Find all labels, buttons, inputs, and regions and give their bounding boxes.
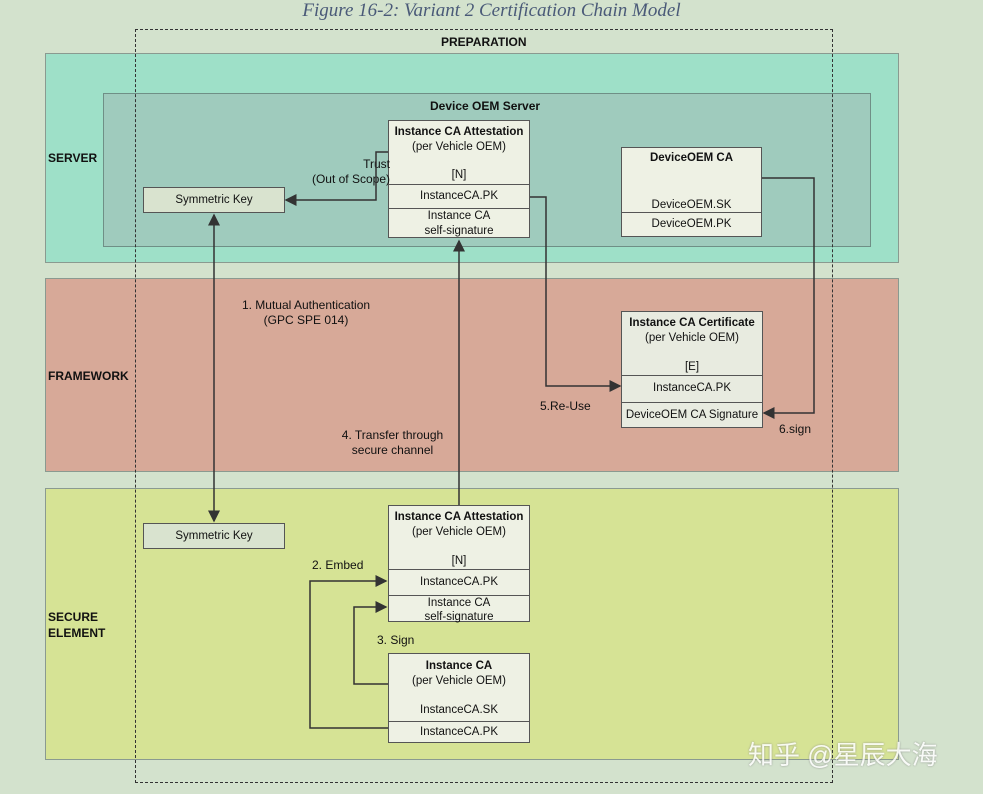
sign-6-arrow <box>762 177 815 419</box>
attestation-signature: Instance CA self-signature <box>389 208 529 239</box>
trust-arrow <box>284 151 388 206</box>
symmetric-key-secure-element: Symmetric Key <box>143 523 285 549</box>
preparation-label: PREPARATION <box>441 35 527 49</box>
attestation-box-top: Instance CA Attestation (per Vehicle OEM… <box>388 120 530 238</box>
certificate-pk: InstanceCA.PK <box>622 375 762 402</box>
secure-element-label: SECURE ELEMENT <box>48 610 106 640</box>
attestation-title: Instance CA Attestation <box>394 126 524 138</box>
attestation-subtitle: (per Vehicle OEM) <box>412 526 506 538</box>
reuse-label: 5.Re-Use <box>540 399 591 413</box>
attestation-tag: [N] <box>451 555 467 567</box>
trust-label: Trust (Out of Scope) <box>311 157 390 186</box>
attestation-tag: [N] <box>451 169 467 181</box>
attestation-subtitle: (per Vehicle OEM) <box>412 141 506 153</box>
attestation-box-bottom: Instance CA Attestation (per Vehicle OEM… <box>388 505 530 623</box>
server-label: SERVER <box>48 151 98 165</box>
attestation-signature: Instance CA self-signature <box>389 595 529 623</box>
instance-ca-pk: InstanceCA.PK <box>389 721 529 744</box>
device-oem-ca-title: DeviceOEM CA <box>649 152 734 164</box>
figure-title: Figure 16-2: Variant 2 Certification Cha… <box>302 0 681 21</box>
device-oem-ca-box: DeviceOEM CA DeviceOEM.SK DeviceOEM.PK <box>621 147 762 237</box>
transfer-label: 4. Transfer through secure channel <box>341 428 444 457</box>
device-oem-sk: DeviceOEM.SK <box>651 199 732 211</box>
certificate-tag: [E] <box>684 361 700 373</box>
sign-3-label: 3. Sign <box>377 633 415 647</box>
device-oem-server-label: Device OEM Server <box>430 99 541 113</box>
sign-6-label: 6.sign <box>779 422 812 436</box>
mutual-authentication-label: 1. Mutual Authentication (GPC SPE 014) <box>241 298 371 327</box>
certificate-signature: DeviceOEM CA Signature <box>622 402 762 429</box>
embed-arrow <box>309 575 388 729</box>
instance-ca-box: Instance CA (per Vehicle OEM) InstanceCA… <box>388 653 530 743</box>
framework-label: FRAMEWORK <box>48 369 129 383</box>
attestation-pk: InstanceCA.PK <box>389 184 529 208</box>
certificate-title: Instance CA Certificate <box>629 317 755 329</box>
preparation-boundary <box>135 29 833 783</box>
instance-ca-title: Instance CA <box>425 660 493 672</box>
certificate-subtitle: (per Vehicle OEM) <box>645 332 739 344</box>
device-oem-pk: DeviceOEM.PK <box>622 212 761 238</box>
attestation-title: Instance CA Attestation <box>394 511 524 523</box>
instance-ca-sk: InstanceCA.SK <box>420 704 498 716</box>
embed-label: 2. Embed <box>312 558 364 572</box>
reuse-arrow <box>530 196 622 392</box>
sign-3-arrow <box>353 601 388 685</box>
instance-ca-subtitle: (per Vehicle OEM) <box>412 675 506 687</box>
instance-ca-certificate-box: Instance CA Certificate (per Vehicle OEM… <box>621 311 763 428</box>
watermark: 知乎 @星辰大海 <box>748 740 938 770</box>
attestation-pk: InstanceCA.PK <box>389 569 529 595</box>
